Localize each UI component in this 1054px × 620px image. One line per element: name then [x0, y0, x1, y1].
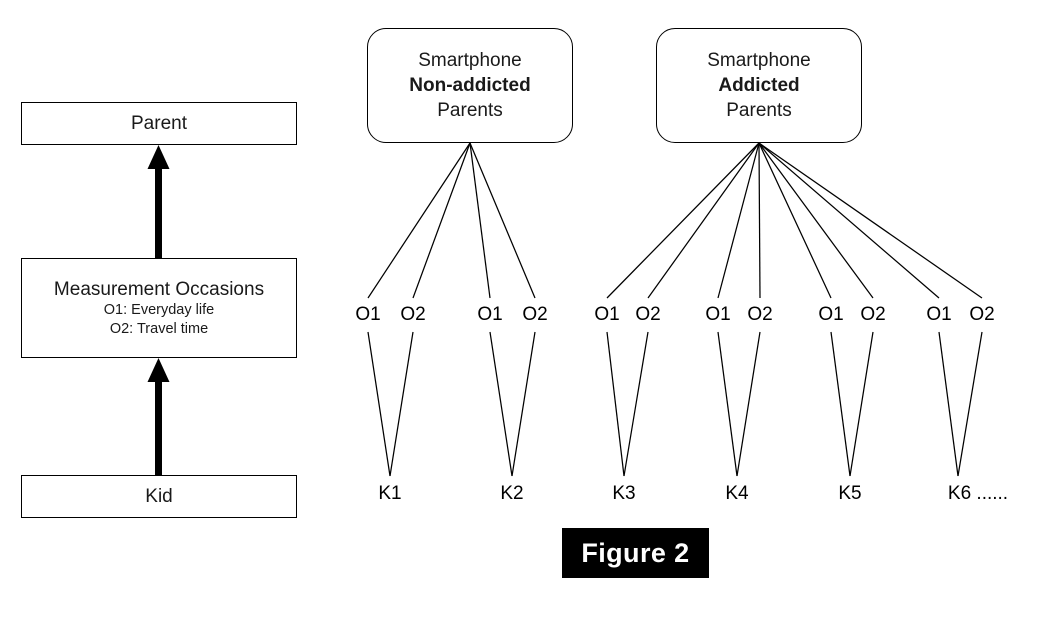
- group-addicted-line-2: Addicted: [718, 74, 800, 96]
- measurement-occasion-o1-description: O1: Everyday life: [103, 302, 215, 319]
- level-box-kid: Kid: [21, 475, 297, 518]
- occasion-node-label: O2: [747, 304, 773, 325]
- arrow-kid-to-measurement: [147, 358, 170, 475]
- group-box-smartphone-non-addicted-parents: Smartphone Non-addicted Parents: [367, 28, 573, 143]
- group-addicted-line-3: Parents: [726, 100, 792, 122]
- measurement-occasion-o2-description: O2: Travel time: [109, 320, 209, 337]
- level-box-measurement-occasions: Measurement Occasions O1: Everyday life …: [21, 258, 297, 358]
- occasion-node-label: O2: [969, 304, 995, 325]
- level-box-measurement-occasions-title: Measurement Occasions: [53, 278, 265, 300]
- kid-node-label: K5: [838, 483, 862, 504]
- kid-node-label: K3: [612, 483, 636, 504]
- occasion-node-label: O1: [594, 304, 620, 325]
- group-nonaddicted-line-1: Smartphone: [418, 49, 522, 71]
- occasion-node-label: O2: [400, 304, 426, 325]
- occasion-node-label: O2: [635, 304, 661, 325]
- kid-node-label: K4: [725, 483, 749, 504]
- kid-node-label: K2: [500, 483, 524, 504]
- occasion-node-label: O1: [705, 304, 731, 325]
- figure-caption: Figure 2: [562, 528, 709, 578]
- group-nonaddicted-line-2: Non-addicted: [409, 74, 531, 96]
- edges-nonaddicted-to-occasions: [367, 142, 536, 299]
- group-box-smartphone-addicted-parents: Smartphone Addicted Parents: [656, 28, 862, 143]
- occasion-node-label: O1: [477, 304, 503, 325]
- occasion-node-label: O2: [522, 304, 548, 325]
- level-box-parent-title: Parent: [131, 112, 187, 134]
- arrow-measurement-to-parent: [147, 145, 170, 258]
- group-nonaddicted-line-3: Parents: [437, 100, 503, 122]
- group-addicted-line-1: Smartphone: [707, 49, 811, 71]
- edges-addicted-to-occasions: [606, 142, 983, 299]
- edges-occasions-to-kids: [367, 331, 983, 477]
- occasion-node-label: O1: [926, 304, 952, 325]
- kid-node-label: K1: [378, 483, 402, 504]
- occasion-node-label: O1: [818, 304, 844, 325]
- occasion-node-label: O1: [355, 304, 381, 325]
- level-box-kid-title: Kid: [145, 485, 173, 507]
- occasion-node-label: O2: [860, 304, 886, 325]
- level-box-parent: Parent: [21, 102, 297, 145]
- kid-node-label: K6 ......: [947, 483, 1009, 504]
